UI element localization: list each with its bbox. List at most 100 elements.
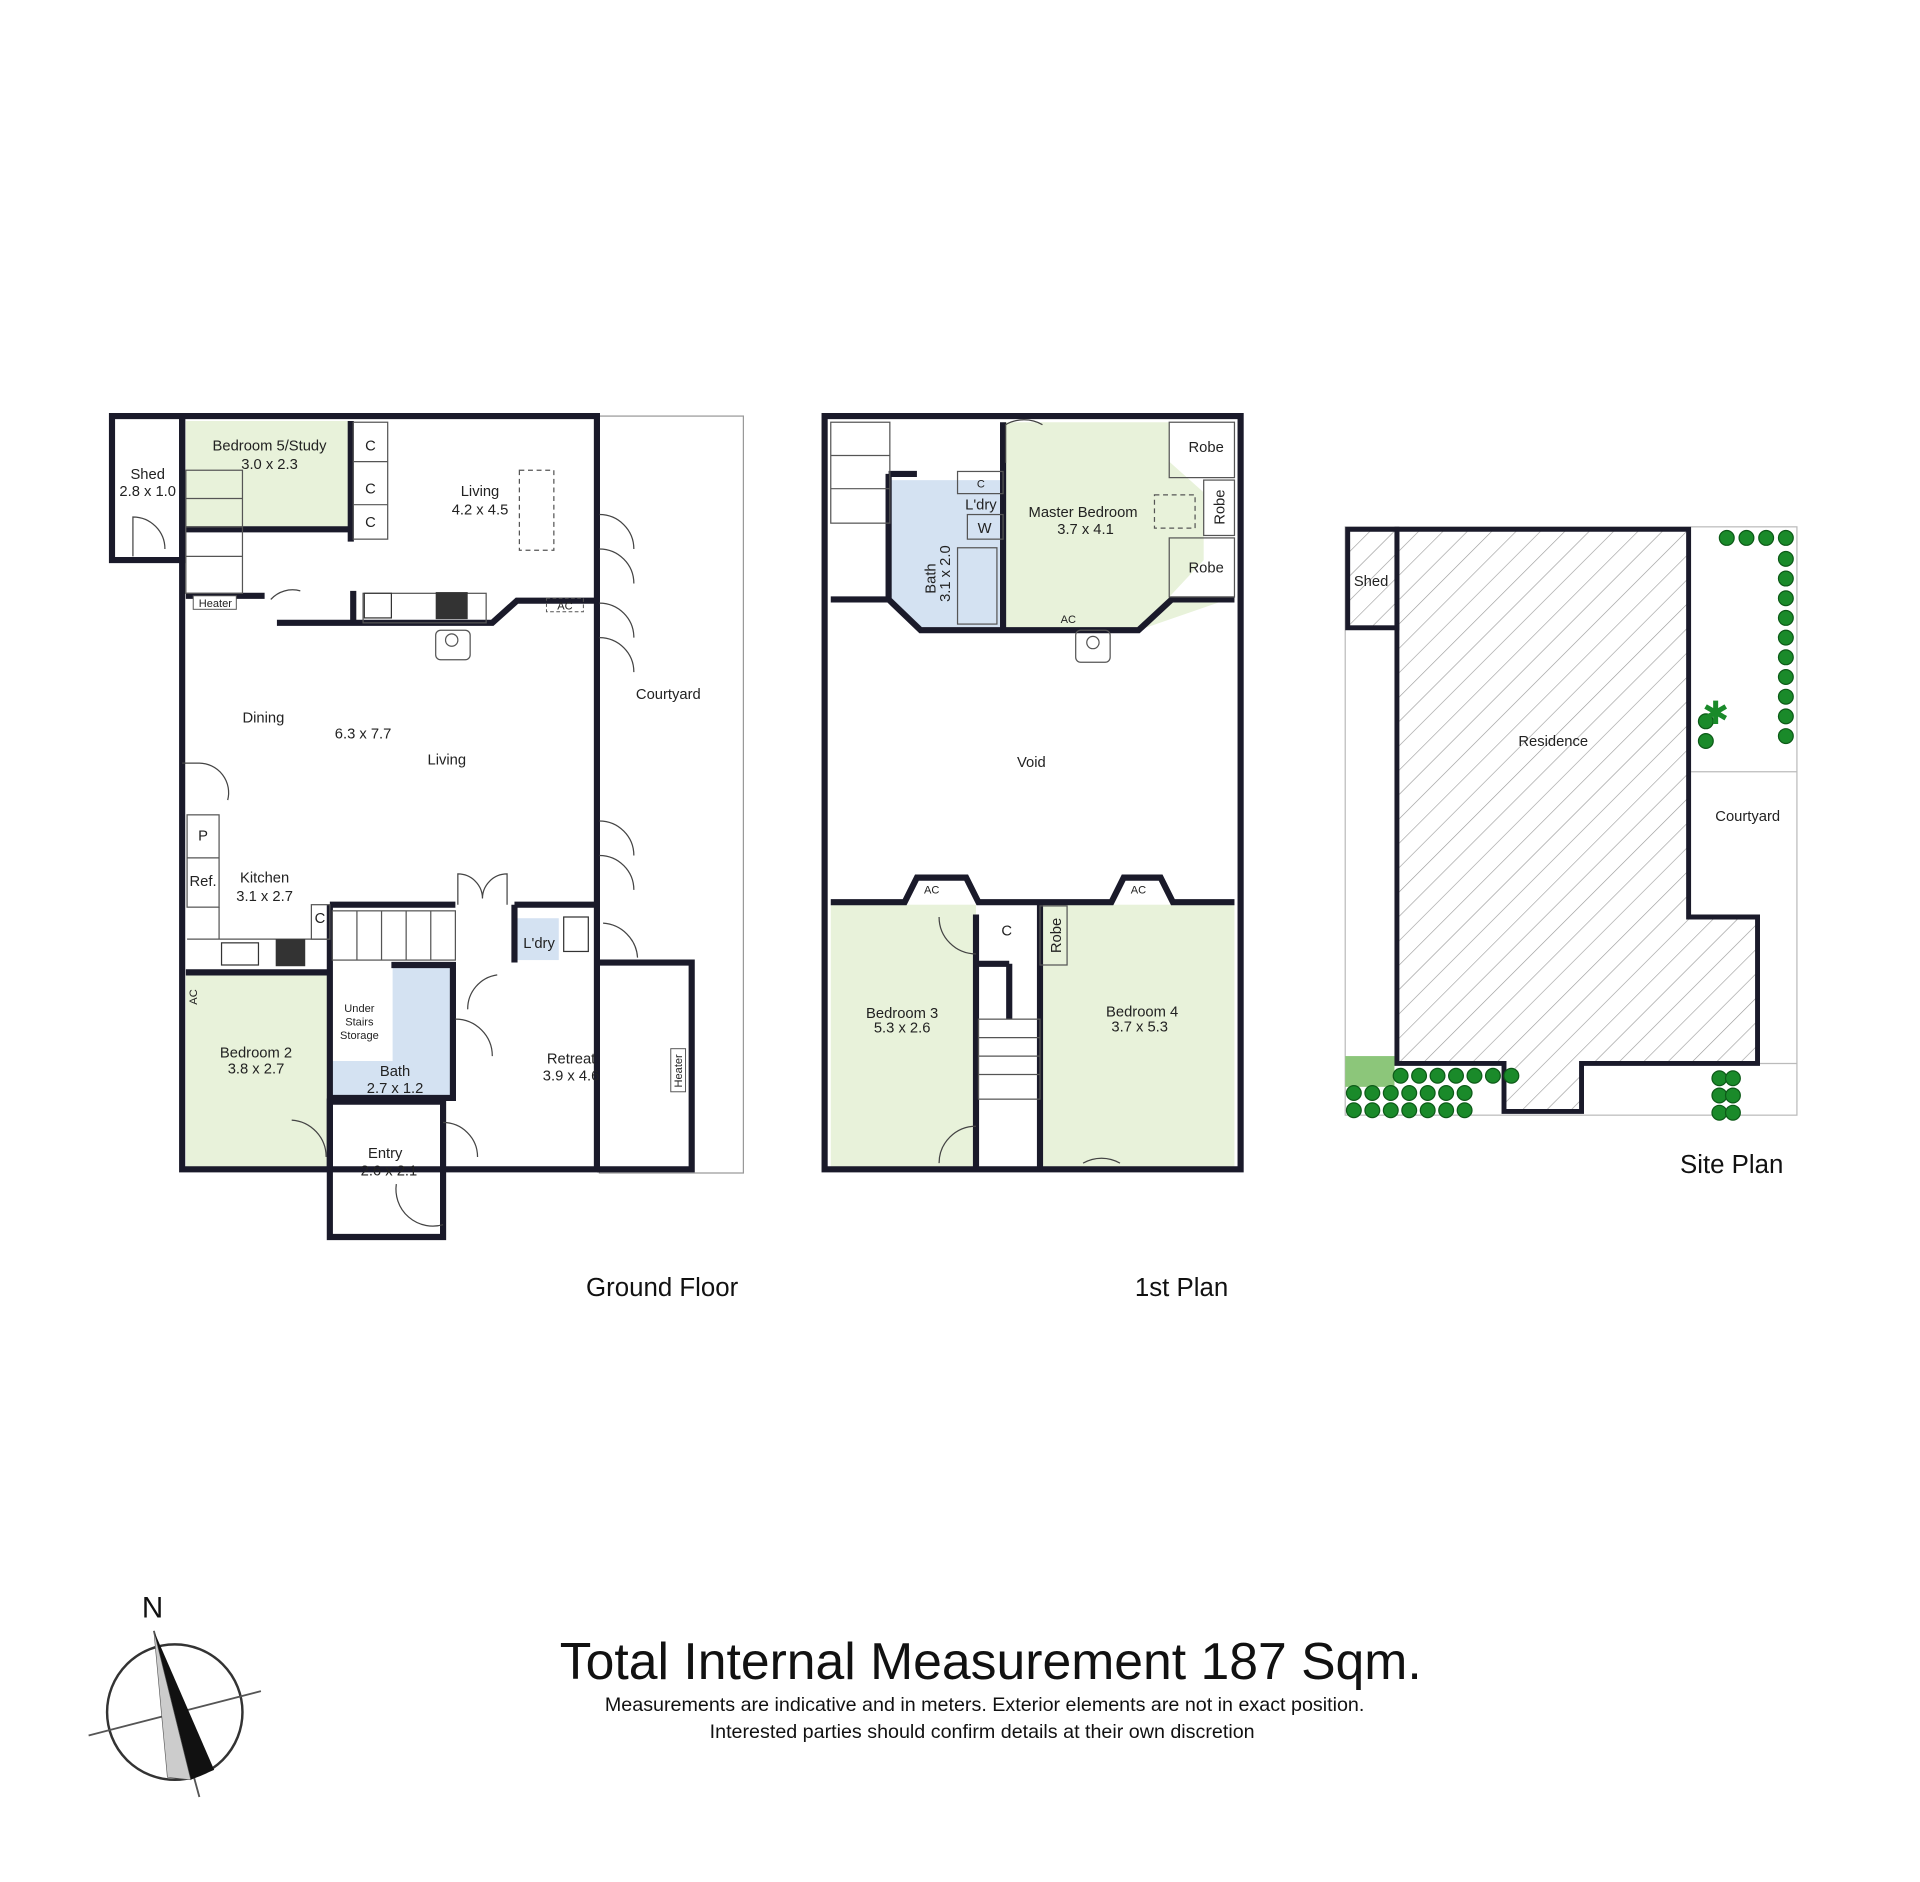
compass-ring bbox=[105, 1643, 244, 1781]
tree-icon bbox=[1697, 733, 1714, 750]
ac-label: AC bbox=[557, 600, 572, 612]
palm-tree-icon: ✱ bbox=[1702, 695, 1729, 731]
tree-icon bbox=[1364, 1085, 1381, 1101]
site-plan-title: Site Plan bbox=[1680, 1151, 1783, 1179]
first-outer-wall bbox=[821, 413, 1244, 1173]
tree-icon bbox=[1711, 1087, 1728, 1104]
bath-label: Bath bbox=[923, 563, 939, 593]
kitchen-label: Kitchen bbox=[240, 871, 289, 887]
tree-icon bbox=[1777, 629, 1794, 646]
bedroom2-size: 3.8 x 2.7 bbox=[228, 1061, 285, 1077]
bath-label: Bath bbox=[380, 1064, 410, 1080]
bedroom5-label: Bedroom 5/Study bbox=[213, 439, 328, 455]
entry-wall bbox=[326, 1098, 447, 1241]
under-stairs-label: Stairs bbox=[345, 1016, 374, 1028]
laundry-label: L'dry bbox=[965, 498, 997, 514]
fridge-label: Ref. bbox=[190, 874, 217, 890]
tree-icon bbox=[1711, 1070, 1728, 1087]
disclaimer-line-2: Interested parties should confirm detail… bbox=[710, 1721, 1255, 1743]
cupboard-label: C bbox=[315, 911, 326, 927]
master-bedroom-size: 3.7 x 4.1 bbox=[1057, 522, 1114, 538]
tree-icon bbox=[1382, 1085, 1399, 1101]
tree-icon bbox=[1438, 1085, 1455, 1101]
tree-icon bbox=[1411, 1067, 1428, 1084]
bedroom5-size: 3.0 x 2.3 bbox=[241, 457, 298, 473]
tree-icon bbox=[1484, 1067, 1501, 1084]
tree-icon bbox=[1777, 728, 1794, 745]
entry-label: Entry bbox=[368, 1146, 403, 1162]
living-upper-label: Living bbox=[461, 484, 500, 500]
cupboard-label: C bbox=[1001, 923, 1012, 939]
bath-fill bbox=[888, 480, 1004, 631]
tree-icon bbox=[1401, 1085, 1418, 1101]
robe-label: Robe bbox=[1189, 560, 1224, 576]
site-boundary bbox=[1344, 526, 1798, 1116]
master-fill bbox=[1003, 422, 1235, 631]
laundry-label: L'dry bbox=[523, 936, 555, 952]
bath-wall bbox=[329, 904, 518, 1101]
tree-icon bbox=[1466, 1067, 1483, 1084]
tree-icon bbox=[1758, 529, 1775, 546]
compass-needle-dark bbox=[153, 1630, 215, 1780]
laundry-fill bbox=[514, 918, 559, 961]
trees: ✱ bbox=[1345, 529, 1794, 1121]
doors bbox=[132, 513, 639, 1227]
bedroom4-label: Bedroom 4 bbox=[1106, 1005, 1178, 1021]
tree-icon bbox=[1382, 1102, 1399, 1119]
dining-label: Dining bbox=[242, 711, 284, 727]
tree-icon bbox=[1392, 1067, 1409, 1084]
tree-icon bbox=[1777, 529, 1794, 546]
under-stairs-label: Storage bbox=[340, 1030, 379, 1042]
kitchen-size: 3.1 x 2.7 bbox=[236, 889, 293, 905]
tree-icon bbox=[1777, 649, 1794, 666]
tree-icon bbox=[1777, 708, 1794, 725]
tree-icon bbox=[1697, 713, 1714, 730]
tree-icon bbox=[1724, 1070, 1741, 1087]
entry-size: 2.6 x 2.1 bbox=[361, 1163, 418, 1179]
washer-label: W bbox=[978, 521, 992, 537]
shed-wall bbox=[108, 413, 186, 564]
heater-box bbox=[192, 595, 237, 610]
tree-icon bbox=[1777, 688, 1794, 705]
shed-size: 2.8 x 1.0 bbox=[119, 484, 176, 500]
courtyard-label: Courtyard bbox=[636, 687, 701, 703]
tree-icon bbox=[1777, 550, 1794, 567]
retreat-size: 3.9 x 4.6 bbox=[543, 1069, 600, 1085]
appliances bbox=[220, 592, 589, 967]
first-floor-title: 1st Plan bbox=[1135, 1274, 1228, 1302]
retreat-wall bbox=[596, 959, 695, 1173]
lower-walls bbox=[185, 901, 597, 1167]
bath-fill-lower bbox=[332, 1061, 444, 1098]
tree-icon bbox=[1345, 1102, 1362, 1119]
first-floor-plan: C L'dry W Bath 3.1 x 2.0 Master Bedroom … bbox=[821, 413, 1244, 1302]
pantry-label: P bbox=[198, 829, 208, 845]
tree-icon bbox=[1456, 1085, 1473, 1101]
ac-label: AC bbox=[924, 885, 939, 897]
retreat-label: Retreat bbox=[547, 1051, 595, 1067]
heater-label: Heater bbox=[199, 598, 233, 610]
master-bedroom-label: Master Bedroom bbox=[1029, 505, 1138, 521]
tree-icon bbox=[1503, 1067, 1520, 1084]
bedroom2-fill bbox=[185, 974, 329, 1167]
tree-icon bbox=[1456, 1102, 1473, 1119]
site-courtyard-label: Courtyard bbox=[1715, 809, 1780, 825]
site-shed-label: Shed bbox=[1354, 574, 1388, 590]
tree-icon bbox=[1364, 1102, 1381, 1119]
void-label: Void bbox=[1017, 755, 1046, 771]
ac-label: AC bbox=[188, 989, 200, 1004]
tree-icon bbox=[1429, 1067, 1446, 1084]
bedroom5-fill bbox=[185, 421, 351, 529]
ac-label: AC bbox=[1061, 614, 1076, 626]
lawn-patch bbox=[1345, 1056, 1395, 1087]
bedroom3-size: 5.3 x 2.6 bbox=[874, 1021, 931, 1037]
joinery bbox=[830, 421, 1236, 1100]
tree-icon bbox=[1448, 1067, 1464, 1084]
tree-icon bbox=[1419, 1085, 1436, 1101]
tree-icon bbox=[1401, 1102, 1418, 1119]
living-main-size: 6.3 x 7.7 bbox=[335, 727, 392, 743]
tree-icon bbox=[1724, 1087, 1741, 1104]
cupboard-label: C bbox=[365, 482, 376, 498]
heater-label: Heater bbox=[673, 1054, 685, 1088]
ac-unit bbox=[545, 597, 584, 613]
cupboard-label: C bbox=[977, 478, 985, 490]
